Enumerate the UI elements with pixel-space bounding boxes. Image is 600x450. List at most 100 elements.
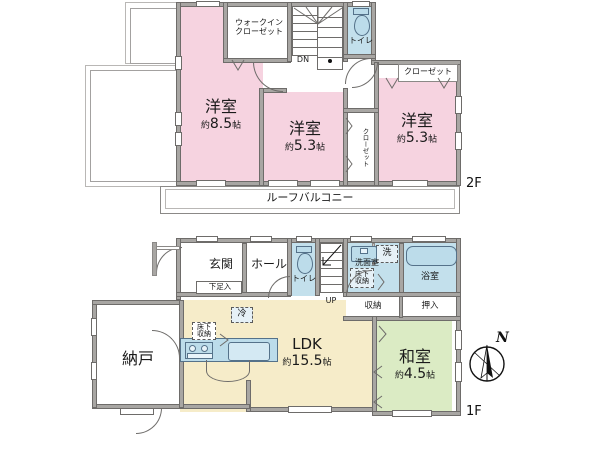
label-roof-balcony: ルーフバルコニー bbox=[266, 191, 354, 204]
label-2f-stairs-direction: DN bbox=[296, 55, 310, 64]
shoebox-unit bbox=[196, 281, 242, 294]
toilet-tank-1f bbox=[296, 246, 312, 253]
door-marks-1f bbox=[219, 273, 387, 409]
wall-1f-entrance-porch bbox=[152, 242, 157, 276]
window-2f-bedroom1-left-c bbox=[175, 132, 182, 146]
wall-1f-toilet-right bbox=[315, 238, 320, 296]
window-2f-bedroom1-left-b bbox=[175, 112, 182, 126]
label-2f-bedroom-1-name: 洋室 bbox=[204, 97, 237, 116]
window-2f-bedroom1-left-a bbox=[175, 56, 182, 70]
label-1f-storage: 収納 bbox=[364, 301, 382, 311]
svg-text:N: N bbox=[495, 330, 510, 346]
label-1f-toilet: トイレ bbox=[292, 274, 316, 283]
label-1f-hall: ホール bbox=[250, 257, 287, 271]
stairs-1f bbox=[320, 243, 344, 293]
window-2f-right-a bbox=[455, 96, 462, 114]
basin-faucet bbox=[360, 248, 368, 254]
wall-2f-bedroom1-right bbox=[259, 88, 264, 186]
toilet-tank-2f bbox=[353, 8, 369, 15]
washer-box: 洗 bbox=[376, 245, 398, 263]
label-2f-closet-side: クローゼット bbox=[361, 127, 369, 167]
window-1f-left-b bbox=[91, 362, 97, 380]
window-2f-top-a bbox=[196, 1, 220, 7]
label-1f-washroom: 洗面室 bbox=[355, 258, 379, 267]
wall-2f-toilet-bottom bbox=[343, 54, 376, 59]
floor-label-2f: 2F bbox=[466, 176, 482, 191]
label-2f-walk-in-closet: ウォークイン クローゼット bbox=[235, 18, 283, 37]
floor-label-1f: 1F bbox=[466, 404, 482, 419]
window-1f-right-b bbox=[455, 362, 462, 382]
stove-grill bbox=[187, 353, 213, 359]
wall-2f-stairhall-left bbox=[287, 2, 292, 62]
wall-2f-toilet-left bbox=[343, 2, 348, 62]
window-1f-left-a bbox=[91, 318, 97, 336]
wall-2f-closet-top-box bbox=[398, 64, 458, 82]
window-1f-entrance-door bbox=[156, 246, 180, 250]
roof-balcony-inner bbox=[165, 189, 455, 209]
wall-1f-storage-mid bbox=[399, 296, 403, 318]
label-2f-bedroom-3-area: 約5.3帖 bbox=[396, 130, 438, 147]
stove-burner-1 bbox=[189, 345, 196, 352]
stove-burner-2 bbox=[201, 345, 208, 352]
underfloor-storage-kitchen: 床下収納 bbox=[192, 322, 216, 340]
toilet-bowl-1f bbox=[297, 253, 313, 274]
window-1f-bottom-nando bbox=[120, 408, 154, 415]
fridge-box: 冷 bbox=[231, 307, 253, 323]
window-1f-top-e bbox=[412, 236, 446, 242]
label-1f-shoebox: 下足入 bbox=[208, 282, 232, 291]
label-1f-washitsu-name: 和室 bbox=[398, 347, 431, 366]
roof-outline-upper-inner bbox=[130, 8, 178, 64]
label-2f-bedroom-1: 洋室 約8.5帖 bbox=[181, 97, 261, 133]
label-1f-washitsu: 和室 約4.5帖 bbox=[378, 347, 452, 383]
label-1f-ldk-area: 約15.5帖 bbox=[282, 353, 332, 370]
label-2f-toilet: トイレ bbox=[349, 36, 373, 45]
room-2f-bedroom-2 bbox=[263, 92, 347, 182]
stairs-2f-winder-lines bbox=[293, 6, 343, 25]
roof-balcony-outer bbox=[160, 186, 460, 214]
label-1f-oshiire: 押入 bbox=[421, 301, 439, 311]
label-1f-ldk: LDK 約15.5帖 bbox=[252, 335, 362, 370]
label-2f-bedroom-2-name: 洋室 bbox=[288, 119, 321, 138]
bathtub bbox=[406, 246, 457, 266]
wall-2f-closet-side-bottom bbox=[343, 108, 379, 113]
label-2f-bedroom-3: 洋室 約5.3帖 bbox=[379, 111, 455, 147]
label-1f-washitsu-area: 約4.5帖 bbox=[394, 366, 436, 383]
label-1f-stairs-direction: UP bbox=[325, 296, 337, 305]
label-1f-nando: 納戸 bbox=[98, 349, 178, 368]
label-1f-nando-name: 納戸 bbox=[121, 349, 154, 368]
wall-1f-left-ldk bbox=[246, 380, 251, 412]
window-1f-bottom-ldk bbox=[288, 406, 332, 413]
door-swing-1f-kitchen bbox=[206, 360, 250, 382]
door-marks-2f bbox=[231, 59, 451, 173]
compass-north: N bbox=[466, 328, 512, 388]
stairs-2f-winder bbox=[317, 6, 344, 70]
label-2f-bedroom-2-area: 約5.3帖 bbox=[284, 138, 326, 155]
room-1f-washitsu bbox=[376, 318, 452, 412]
label-1f-bathroom: 浴室 bbox=[420, 272, 439, 282]
room-1f-nando bbox=[96, 306, 180, 412]
roof-outline-lower-inner bbox=[90, 70, 178, 182]
window-1f-bottom-washitsu bbox=[392, 410, 432, 417]
window-1f-top-c bbox=[296, 236, 312, 242]
label-2f-bedroom-2: 洋室 約5.3帖 bbox=[264, 119, 346, 155]
room-1f-kitchen-strip bbox=[180, 300, 280, 320]
room-2f-walk-in-closet bbox=[227, 6, 291, 62]
wall-2f-bedroom2-right bbox=[343, 88, 348, 186]
window-1f-top-b bbox=[250, 236, 272, 242]
label-2f-bedroom-1-area: 約8.5帖 bbox=[200, 116, 242, 133]
window-2f-toilet-top bbox=[352, 1, 370, 7]
window-2f-right-b bbox=[455, 132, 462, 150]
room-2f-closet-side bbox=[347, 114, 378, 182]
label-1f-genkan: 玄関 bbox=[208, 257, 233, 271]
label-1f-ldk-name: LDK bbox=[292, 335, 322, 353]
window-1f-top-a bbox=[196, 236, 218, 242]
room-2f-bedroom-3 bbox=[378, 78, 456, 182]
label-2f-closet-top: クローゼット bbox=[404, 67, 452, 76]
toilet-bowl-2f bbox=[354, 15, 370, 36]
window-1f-right-a bbox=[455, 330, 462, 350]
label-2f-bedroom-3-name: 洋室 bbox=[400, 111, 433, 130]
wash-basin bbox=[351, 246, 377, 262]
stairs-1f-arrow bbox=[322, 244, 342, 266]
window-1f-top-d bbox=[350, 236, 372, 242]
